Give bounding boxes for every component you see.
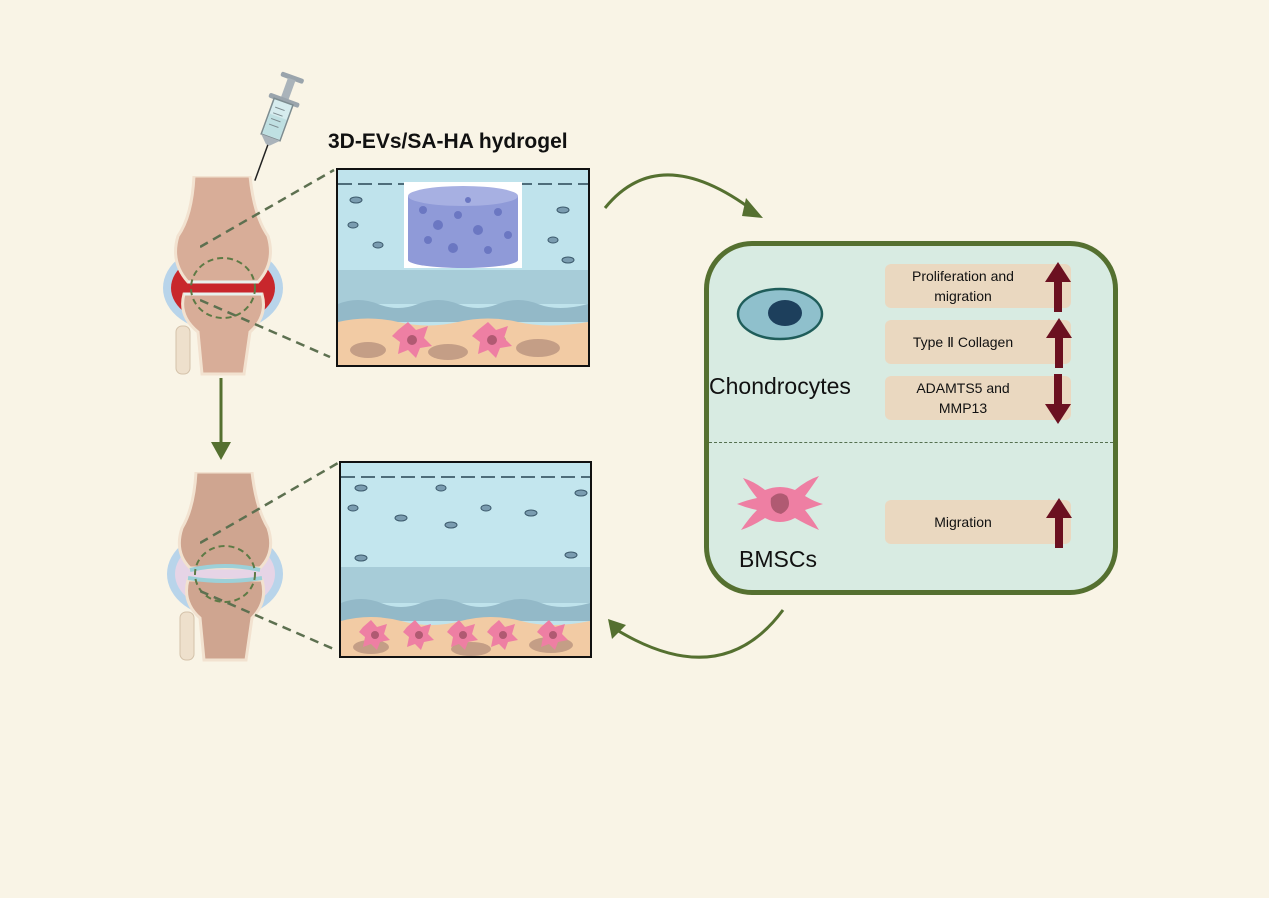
bmscs-label: BMSCs [739, 546, 817, 572]
effect-type-ii-collagen: Type Ⅱ Collagen [885, 320, 1071, 364]
cartilage-panel-with-hydrogel [336, 168, 590, 367]
chondrocyte-cell-icon [736, 287, 824, 341]
bmsc-cell [359, 620, 390, 650]
hydrogel-scaffold-icon [408, 186, 518, 268]
section-divider [709, 442, 1113, 443]
bmsc-cell-icon [737, 476, 823, 530]
curved-arrow-to-repair [608, 609, 785, 659]
regenerated-cartilage-panel [339, 461, 592, 658]
zoom-connector-lines [200, 461, 339, 652]
bmsc-cell [447, 620, 478, 650]
curved-arrow-to-effects [603, 173, 763, 218]
figure-title: 3D-EVs/SA-HA hydrogel [328, 130, 568, 153]
bmsc-cell [403, 620, 434, 650]
effect-bmsc-migration: Migration [885, 500, 1071, 544]
bmsc-cell [537, 620, 568, 650]
knee-joint-osteoarthritis [163, 176, 283, 376]
zoom-connector-lines [200, 168, 335, 359]
up-arrow-icon [1046, 498, 1072, 548]
up-arrow-icon [1046, 318, 1072, 368]
bmsc-cell [487, 620, 518, 650]
up-arrow-icon [1045, 262, 1071, 312]
syringe-icon [254, 71, 304, 181]
bmsc-cell [392, 322, 432, 358]
down-arrow-icon [211, 378, 231, 460]
down-arrow-icon [1045, 374, 1071, 424]
chondrocytes-label: Chondrocytes [709, 373, 851, 399]
bmsc-cell [472, 322, 512, 358]
